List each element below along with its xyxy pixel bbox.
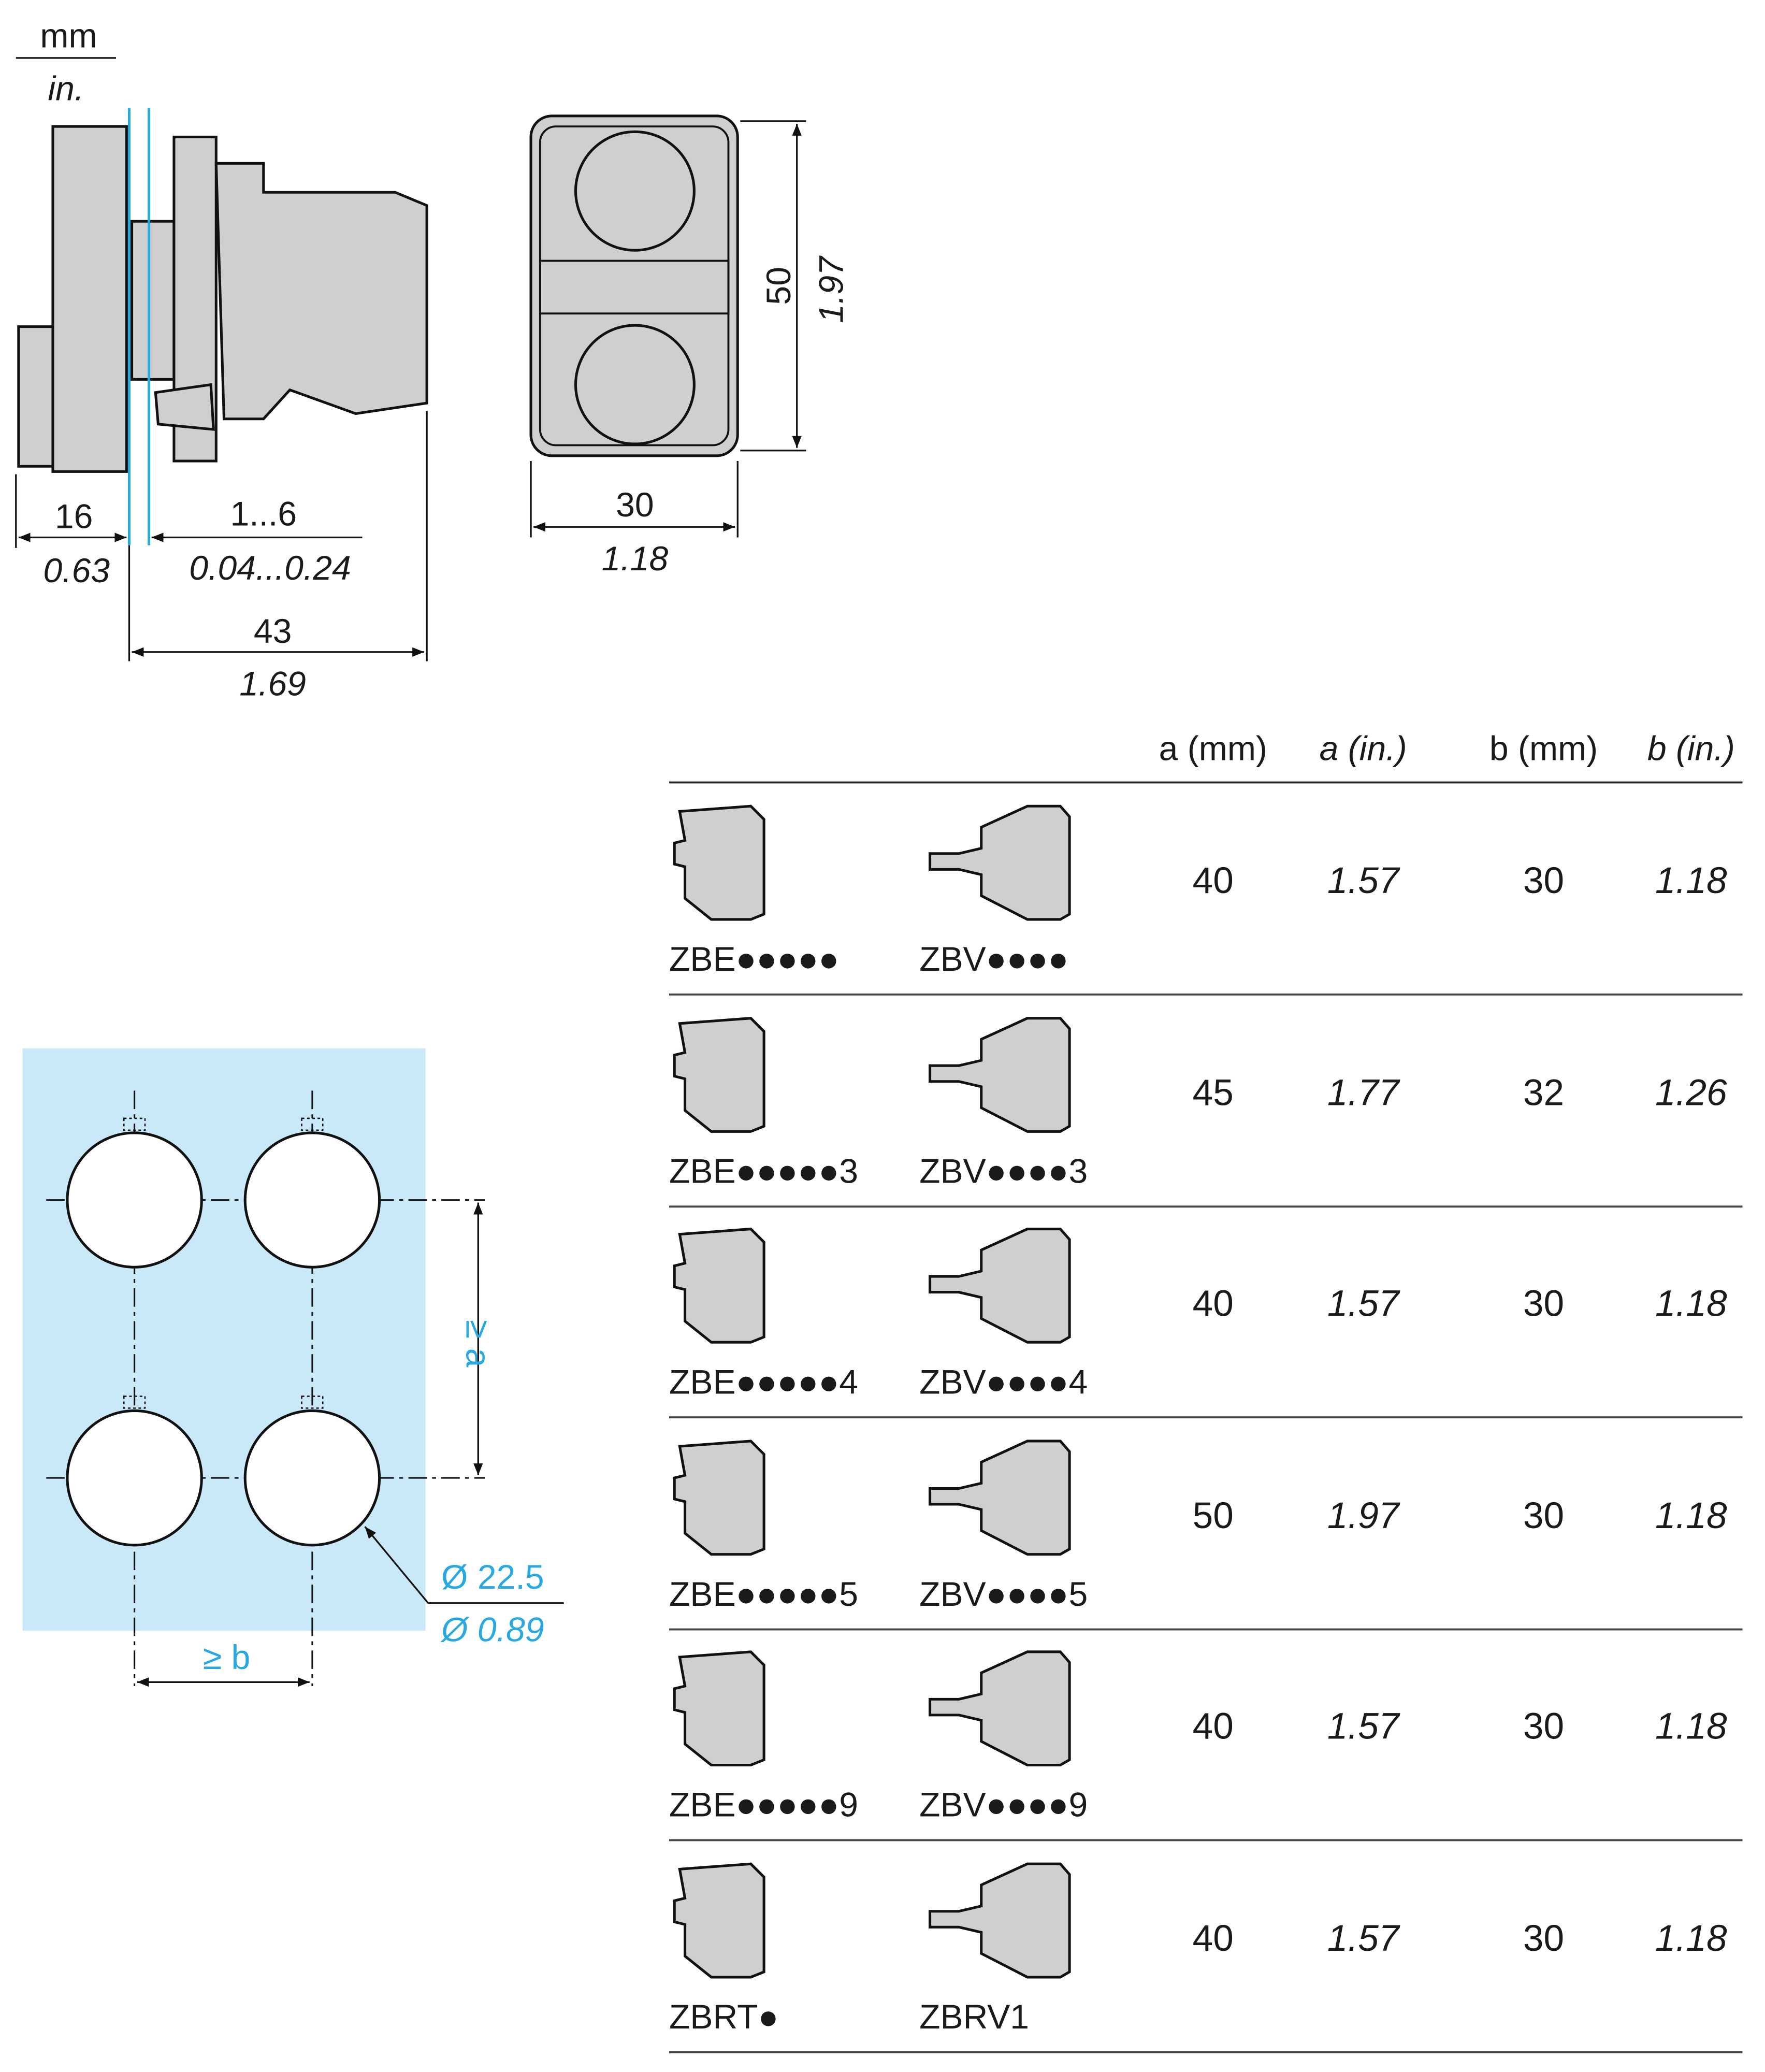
side-view: 16 0.63 1...6 0.04...0.24 43 1.69 (15, 108, 428, 703)
cell-a-mm: 40 (1193, 860, 1234, 901)
mounting-hole (66, 1131, 203, 1269)
dim-a-label: ≥ a (458, 1320, 497, 1368)
part-ref-right: ZBV●●●● (919, 940, 1068, 979)
cell-b-mm: 30 (1523, 1495, 1564, 1536)
anti-rotation-notch (123, 1117, 146, 1131)
contact-block-light-icon (929, 1862, 1071, 1979)
cell-b-mm: 30 (1523, 860, 1564, 901)
mounting-hole (66, 1409, 203, 1547)
header-a-mm: a (mm) (1159, 729, 1267, 768)
dim-16: 16 (55, 498, 93, 536)
cell-b-in: 1.18 (1655, 860, 1727, 901)
unit-mm: mm (40, 17, 97, 55)
legend-band (539, 260, 730, 315)
part-ref-right: ZBV●●●●3 (919, 1153, 1088, 1191)
dim-width-in: 1.18 (602, 540, 669, 578)
contact-block-front-icon (673, 1227, 765, 1344)
mounting-hole (243, 1131, 381, 1269)
contact-block-front-icon (673, 1017, 765, 1133)
cell-b-in: 1.18 (1655, 1706, 1727, 1747)
diameter-leader (364, 1526, 429, 1604)
part-ref-left: ZBRT● (669, 1998, 778, 2036)
contact-block-light-icon (929, 1017, 1071, 1133)
part-ref-left: ZBE●●●●●3 (669, 1153, 858, 1191)
cell-b-in: 1.18 (1655, 1495, 1727, 1536)
contact-block-front-icon (673, 804, 765, 921)
header-b-in: b (in.) (1647, 729, 1735, 768)
cell-b-mm: 30 (1523, 1918, 1564, 1959)
contact-block-light-icon (929, 804, 1071, 921)
dim-1-6: 1...6 (230, 495, 297, 534)
anti-rotation-notch (301, 1395, 324, 1409)
cell-a-in: 1.57 (1327, 860, 1400, 901)
cell-a-in: 1.77 (1327, 1073, 1400, 1114)
cell-b-in: 1.26 (1655, 1073, 1727, 1114)
unit-in: in. (48, 69, 84, 108)
cell-a-in: 1.57 (1327, 1283, 1400, 1324)
cell-a-in: 1.97 (1327, 1495, 1400, 1536)
contact-block (214, 162, 428, 421)
cell-a-in: 1.57 (1327, 1918, 1400, 1959)
dim-width-mm: 30 (616, 486, 654, 524)
dim-43-in: 1.69 (239, 665, 306, 703)
part-ref-right: ZBV●●●●9 (919, 1786, 1088, 1824)
bezel (51, 125, 128, 473)
contact-block-light-icon (929, 1650, 1071, 1767)
cell-a-mm: 40 (1193, 1918, 1234, 1959)
cell-b-mm: 30 (1523, 1706, 1564, 1747)
button-cap (17, 325, 57, 468)
dimension-table: a (mm) a (in.) b (mm) b (in.) 40 1.57 30 1.… (669, 729, 1743, 2053)
part-ref-right: ZBV●●●●5 (919, 1575, 1088, 1614)
part-ref-right: ZBV●●●●4 (919, 1363, 1088, 1401)
cell-b-in: 1.18 (1655, 1918, 1727, 1959)
dim-1-6-in: 0.04...0.24 (189, 549, 351, 587)
dim-16-in: 0.63 (43, 552, 110, 590)
contact-block-front-icon (673, 1650, 765, 1767)
part-ref-left: ZBE●●●●●9 (669, 1786, 858, 1824)
clamp-screw (154, 383, 215, 431)
cell-b-in: 1.18 (1655, 1283, 1727, 1324)
push-button-bottom (574, 324, 696, 445)
dim-b-label: ≥ b (203, 1638, 250, 1677)
contact-block-light-icon (929, 1227, 1071, 1344)
diameter-mm: Ø 22.5 (441, 1558, 544, 1596)
cell-b-mm: 32 (1523, 1073, 1564, 1114)
cell-a-in: 1.57 (1327, 1706, 1400, 1747)
cell-a-mm: 50 (1193, 1495, 1234, 1536)
cell-a-mm: 45 (1193, 1073, 1234, 1114)
diameter-in: Ø 0.89 (440, 1610, 544, 1649)
cell-a-mm: 40 (1193, 1283, 1234, 1324)
header-a-in: a (in.) (1320, 729, 1407, 768)
units-legend: mm in. (16, 17, 117, 108)
contact-block-light-icon (929, 1440, 1071, 1556)
panel-area (22, 1048, 426, 1631)
dim-height-mm: 50 (760, 267, 798, 305)
contact-block-front-icon (673, 1862, 765, 1979)
dim-height-in: 1.97 (813, 255, 851, 323)
cell-a-mm: 40 (1193, 1706, 1234, 1747)
anti-rotation-notch (301, 1117, 324, 1131)
cell-b-mm: 30 (1523, 1283, 1564, 1324)
collar (130, 220, 176, 381)
panel-cutout: ≥ a ≥ b Ø 22.5 Ø 0.89 (22, 1048, 564, 1687)
part-ref-left: ZBE●●●●● (669, 940, 839, 979)
part-ref-left: ZBE●●●●●4 (669, 1363, 858, 1401)
contact-block-front-icon (673, 1440, 765, 1556)
part-ref-left: ZBE●●●●●5 (669, 1575, 858, 1614)
front-view: 50 1.97 30 1.18 (529, 114, 851, 578)
part-ref-right: ZBRV1 (919, 1998, 1029, 2036)
anti-rotation-notch (123, 1395, 146, 1409)
push-button-top (574, 130, 696, 252)
mounting-hole (243, 1409, 381, 1547)
dim-43: 43 (254, 612, 292, 651)
header-b-mm: b (mm) (1489, 729, 1598, 768)
